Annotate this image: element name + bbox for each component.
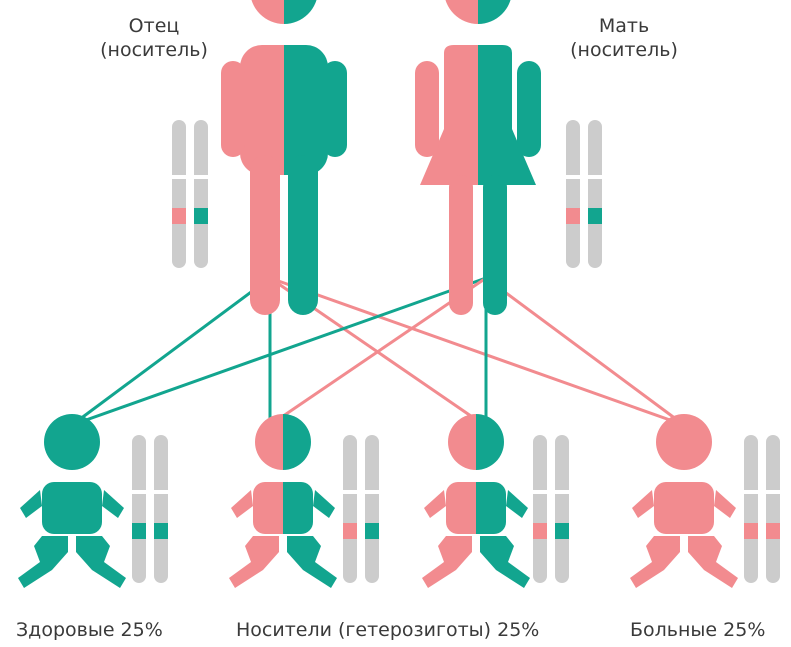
inheritance-lines bbox=[71, 276, 685, 427]
healthy-chromosome-pair-icon bbox=[132, 435, 168, 583]
line-mother-pink-affected bbox=[485, 276, 685, 427]
carrier-chromosome-pair-icon bbox=[343, 435, 379, 583]
line-father-teal-healthy bbox=[71, 276, 271, 427]
healthy-label: Здоровые 25% bbox=[16, 619, 163, 641]
line-mother-teal-healthy bbox=[71, 276, 487, 427]
mother-chromosome-pair-icon bbox=[566, 120, 602, 268]
baby-healthy-icon bbox=[18, 414, 126, 588]
affected-chromosome-pair-icon bbox=[744, 435, 780, 583]
affected-label: Больные 25% bbox=[630, 619, 766, 641]
female-figure-icon bbox=[415, 0, 541, 315]
father-label: Отец (носитель) bbox=[90, 14, 218, 62]
father-name: Отец bbox=[128, 15, 180, 37]
carrier-chromosome-pair-icon bbox=[533, 435, 569, 583]
father-status: (носитель) bbox=[100, 39, 208, 61]
father-chromosome-pair-icon bbox=[172, 120, 208, 268]
line-father-pink-affected bbox=[269, 276, 685, 427]
baby-affected-icon bbox=[630, 414, 738, 588]
carriers-label: Носители (гетерозиготы) 25% bbox=[236, 619, 540, 641]
mother-status: (носитель) bbox=[570, 39, 678, 61]
baby-carrier-icon bbox=[422, 414, 530, 588]
male-figure-icon bbox=[221, 0, 347, 315]
mother-label: Мать (носитель) bbox=[560, 14, 688, 62]
baby-carrier-icon bbox=[229, 414, 337, 588]
mother-name: Мать bbox=[598, 15, 650, 37]
